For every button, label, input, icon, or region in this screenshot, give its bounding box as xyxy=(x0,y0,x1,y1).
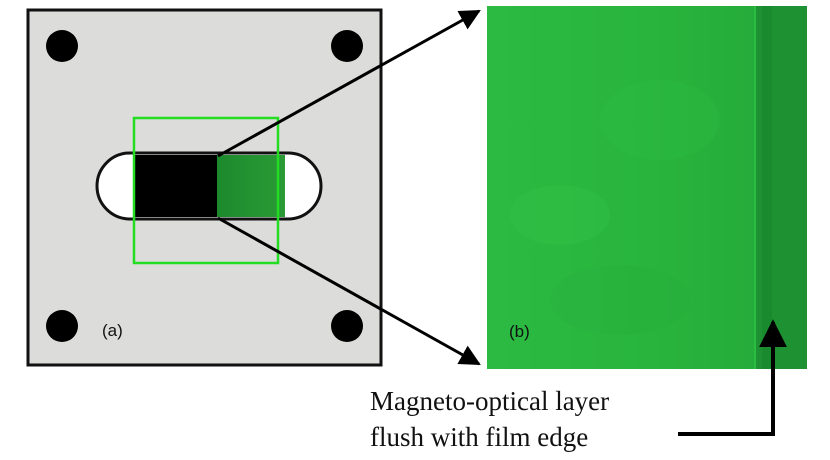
micrograph-texture xyxy=(550,265,690,335)
zoom-arrow-bottom xyxy=(217,216,481,366)
caption-line-1: Magneto-optical layer xyxy=(370,386,609,416)
micrograph-texture xyxy=(600,80,720,160)
mo-micrograph: (b) xyxy=(487,6,807,369)
superconducting-film xyxy=(134,155,217,217)
edge-pointer-arrow xyxy=(678,319,787,436)
micrograph-texture xyxy=(510,185,610,245)
mounting-hole-bottom-right xyxy=(331,310,363,342)
zoom-region-box xyxy=(132,116,280,265)
film-edge-line xyxy=(762,6,772,369)
caption-line-2: flush with film edge xyxy=(370,422,588,452)
mounting-hole-top-right xyxy=(331,30,363,62)
zoom-arrow-top xyxy=(217,9,481,158)
sample-holder-plate: (a) xyxy=(26,8,383,367)
mounting-hole-top-left xyxy=(46,30,78,62)
mo-imaged-region xyxy=(217,155,285,217)
panel-b-label: (b) xyxy=(509,322,530,341)
mounting-hole-bottom-left xyxy=(46,310,78,342)
micrograph-image xyxy=(487,6,807,369)
panel-a-label: (a) xyxy=(102,321,123,340)
